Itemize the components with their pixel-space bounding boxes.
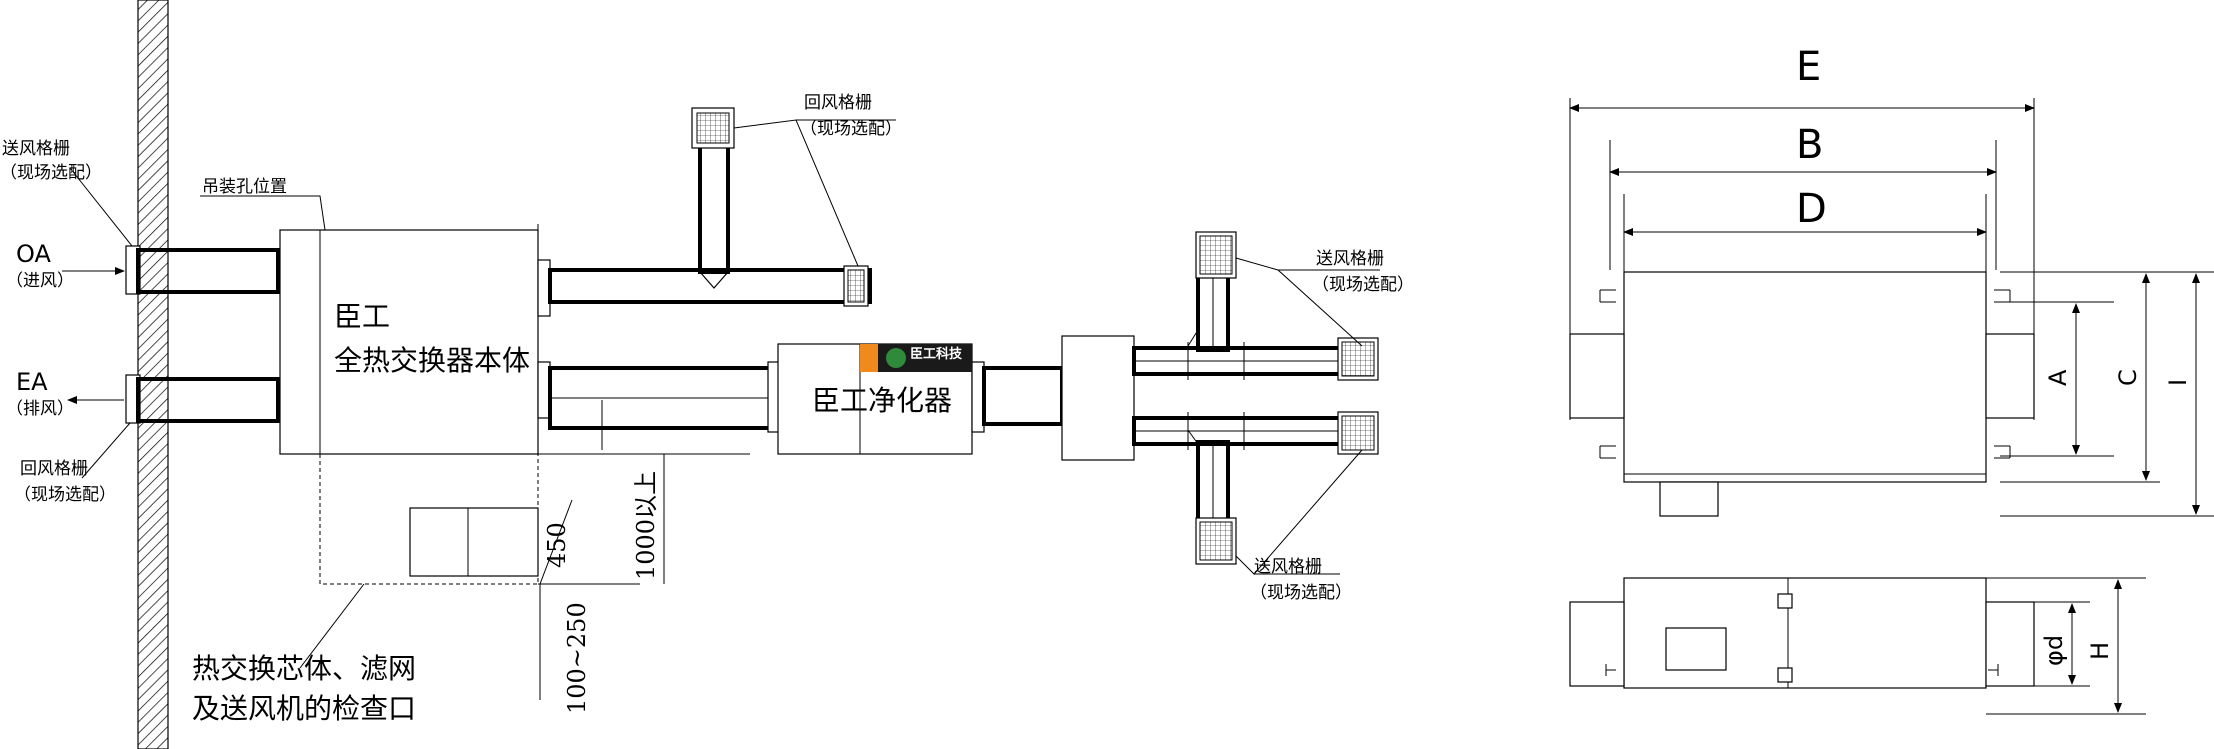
hoist-hole-label: 吊装孔位置	[202, 177, 287, 197]
dim-letter-A: A	[2044, 369, 2072, 386]
oa-label: OA	[16, 240, 51, 268]
heat-exchanger-unit	[279, 224, 551, 455]
unit-brand-label: 臣工	[334, 300, 390, 333]
duct-to-distributor	[982, 366, 1064, 426]
dim-letter-C: C	[2114, 369, 2142, 386]
dim-450-label: 450	[543, 522, 571, 568]
oa-duct	[62, 245, 280, 295]
right-branches	[1132, 231, 1379, 565]
supply-grille-rt-sublabel: （现场选配）	[1312, 275, 1414, 295]
logo-text: 臣工科技	[910, 346, 963, 362]
return-grille-left-leader	[81, 422, 131, 479]
dim-100-250-label: 100~250	[563, 602, 591, 714]
oa-sublabel: （进风）	[6, 271, 74, 291]
supply-grille-rt-label: 送风格栅	[1316, 249, 1384, 269]
wall	[137, 0, 169, 749]
top-supply-duct	[548, 107, 872, 307]
dim-letter-I: I	[2164, 379, 2192, 386]
distribution-box	[1061, 335, 1135, 461]
return-grille-left-sublabel: （现场选配）	[14, 485, 116, 505]
purifier-label: 臣工净化器	[812, 384, 952, 417]
dimension-plan-view	[1569, 577, 2146, 715]
supply-grille-left-sublabel: （现场选配）	[0, 163, 102, 183]
dimension-front-view	[1569, 98, 2214, 517]
ea-label: EA	[16, 368, 48, 396]
return-grille-top-label: 回风格栅	[804, 93, 872, 113]
inspection-label-1: 热交换芯体、滤网	[192, 652, 416, 685]
supply-grille-rb-leader	[1235, 449, 1363, 575]
dim-letter-E: E	[1796, 44, 1821, 90]
dimension-lines-lower	[538, 400, 750, 700]
supply-grille-rt-leader	[1235, 257, 1363, 347]
dim-1000-label: 1000以上	[632, 471, 660, 580]
return-grille-top-leader	[733, 119, 859, 267]
inspection-panel	[409, 507, 539, 577]
dim-letter-D: D	[1796, 186, 1827, 232]
middle-duct	[548, 366, 772, 430]
dim-letter-H: H	[2086, 642, 2114, 660]
inspection-leader	[299, 583, 365, 669]
dim-letter-B: B	[1796, 122, 1823, 168]
supply-grille-left-leader	[69, 167, 133, 247]
ea-sublabel: （排风）	[6, 399, 74, 419]
brand-logo: 臣工科技	[860, 344, 972, 372]
unit-name-label: 全热交换器本体	[334, 344, 530, 377]
supply-grille-rb-label: 送风格栅	[1254, 557, 1322, 577]
dim-letter-phi-d: φd	[2040, 635, 2068, 666]
return-grille-left-label: 回风格栅	[20, 459, 88, 479]
supply-grille-rb-sublabel: （现场选配）	[1250, 583, 1352, 603]
ea-duct	[67, 374, 280, 424]
inspection-label-2: 及送风机的检查口	[192, 692, 416, 725]
return-grille-top-sublabel: （现场选配）	[800, 119, 902, 139]
hoist-hole-leader	[200, 195, 326, 231]
supply-grille-left-label: 送风格栅	[2, 139, 70, 159]
